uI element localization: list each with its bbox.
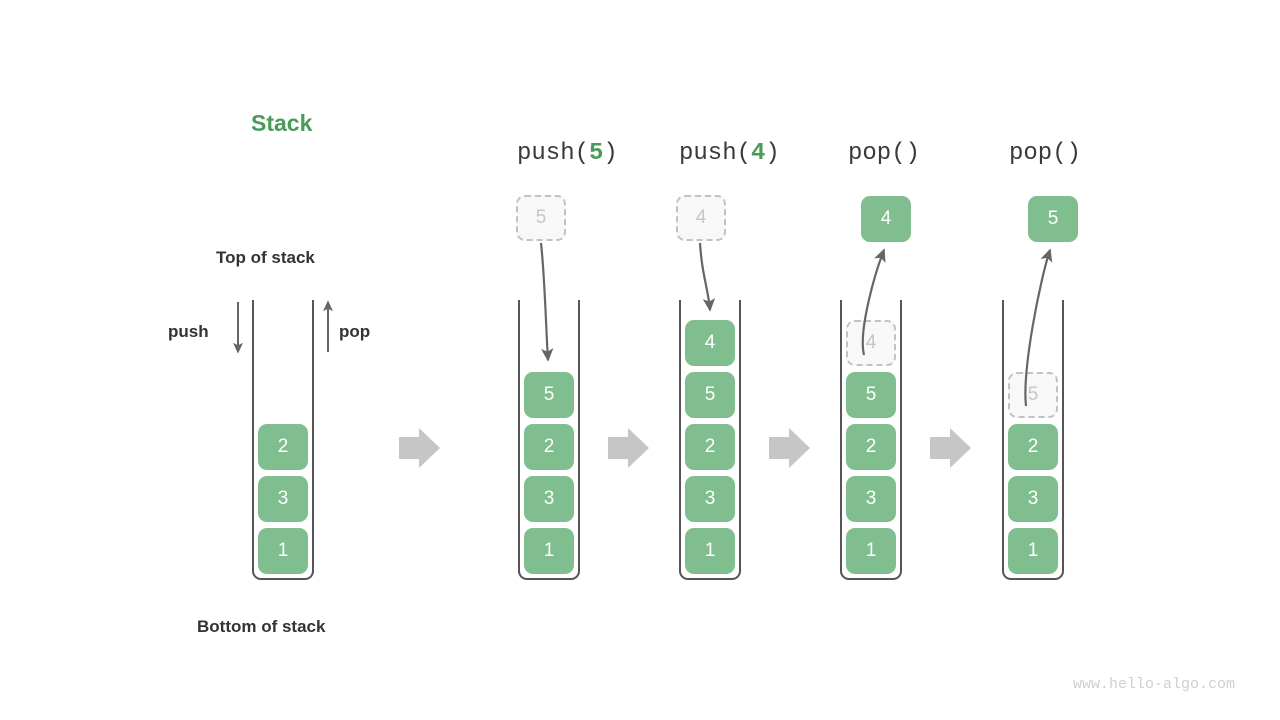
stack-container-step-3 [840, 300, 902, 580]
stack-cell: 5 [524, 372, 574, 418]
stack-cell: 5 [685, 372, 735, 418]
stack-cell: 1 [524, 528, 574, 574]
floating-cell-ghost: 5 [516, 195, 566, 241]
stack-container-initial [252, 300, 314, 580]
op-name: push( [679, 140, 752, 167]
stack-container-step-1 [518, 300, 580, 580]
op-header-pop-2: pop() [1009, 140, 1081, 167]
floating-cell-ghost: 4 [676, 195, 726, 241]
op-name: pop( [1009, 140, 1067, 167]
op-paren-close: ) [1066, 140, 1082, 167]
stack-container-step-2 [679, 300, 741, 580]
op-header-pop-1: pop() [848, 140, 920, 167]
stack-cell: 2 [846, 424, 896, 470]
stack-cell: 3 [1008, 476, 1058, 522]
op-paren-close: ) [905, 140, 921, 167]
top-of-stack-label: Top of stack [216, 248, 315, 267]
op-header-push-5: push(5) [517, 140, 618, 167]
step-transition-arrow-4 [930, 428, 971, 468]
push-label: push [168, 322, 209, 341]
op-name: pop( [848, 140, 906, 167]
stack-cell: 1 [258, 528, 308, 574]
stack-cell: 3 [524, 476, 574, 522]
stack-cell: 4 [685, 320, 735, 366]
page-title: Stack [251, 110, 313, 136]
stack-cell: 2 [258, 424, 308, 470]
stack-container-step-4 [1002, 300, 1064, 580]
step-transition-arrow-3 [769, 428, 810, 468]
op-arg: 5 [589, 140, 604, 167]
stack-cell: 3 [258, 476, 308, 522]
stack-cell: 3 [685, 476, 735, 522]
stack-cell: 1 [846, 528, 896, 574]
floating-cell-popped: 5 [1028, 196, 1078, 242]
stack-cell-ghost: 5 [1008, 372, 1058, 418]
stack-cell: 5 [846, 372, 896, 418]
op-name: push( [517, 140, 590, 167]
op-arg: 4 [751, 140, 766, 167]
op-header-push-4: push(4) [679, 140, 780, 167]
stack-cell: 2 [524, 424, 574, 470]
step-transition-arrow-1 [399, 428, 440, 468]
pop-label: pop [339, 322, 371, 341]
floating-cell-popped: 4 [861, 196, 911, 242]
op-paren-close: ) [765, 140, 780, 167]
stack-cell: 3 [846, 476, 896, 522]
step-transition-arrow-2 [608, 428, 649, 468]
stack-cell: 2 [1008, 424, 1058, 470]
stack-cell-ghost: 4 [846, 320, 896, 366]
bottom-of-stack-label: Bottom of stack [197, 617, 326, 636]
stack-cell: 1 [685, 528, 735, 574]
watermark: www.hello-algo.com [1073, 676, 1236, 693]
stack-cell: 2 [685, 424, 735, 470]
stack-cell: 1 [1008, 528, 1058, 574]
op-paren-close: ) [603, 140, 618, 167]
